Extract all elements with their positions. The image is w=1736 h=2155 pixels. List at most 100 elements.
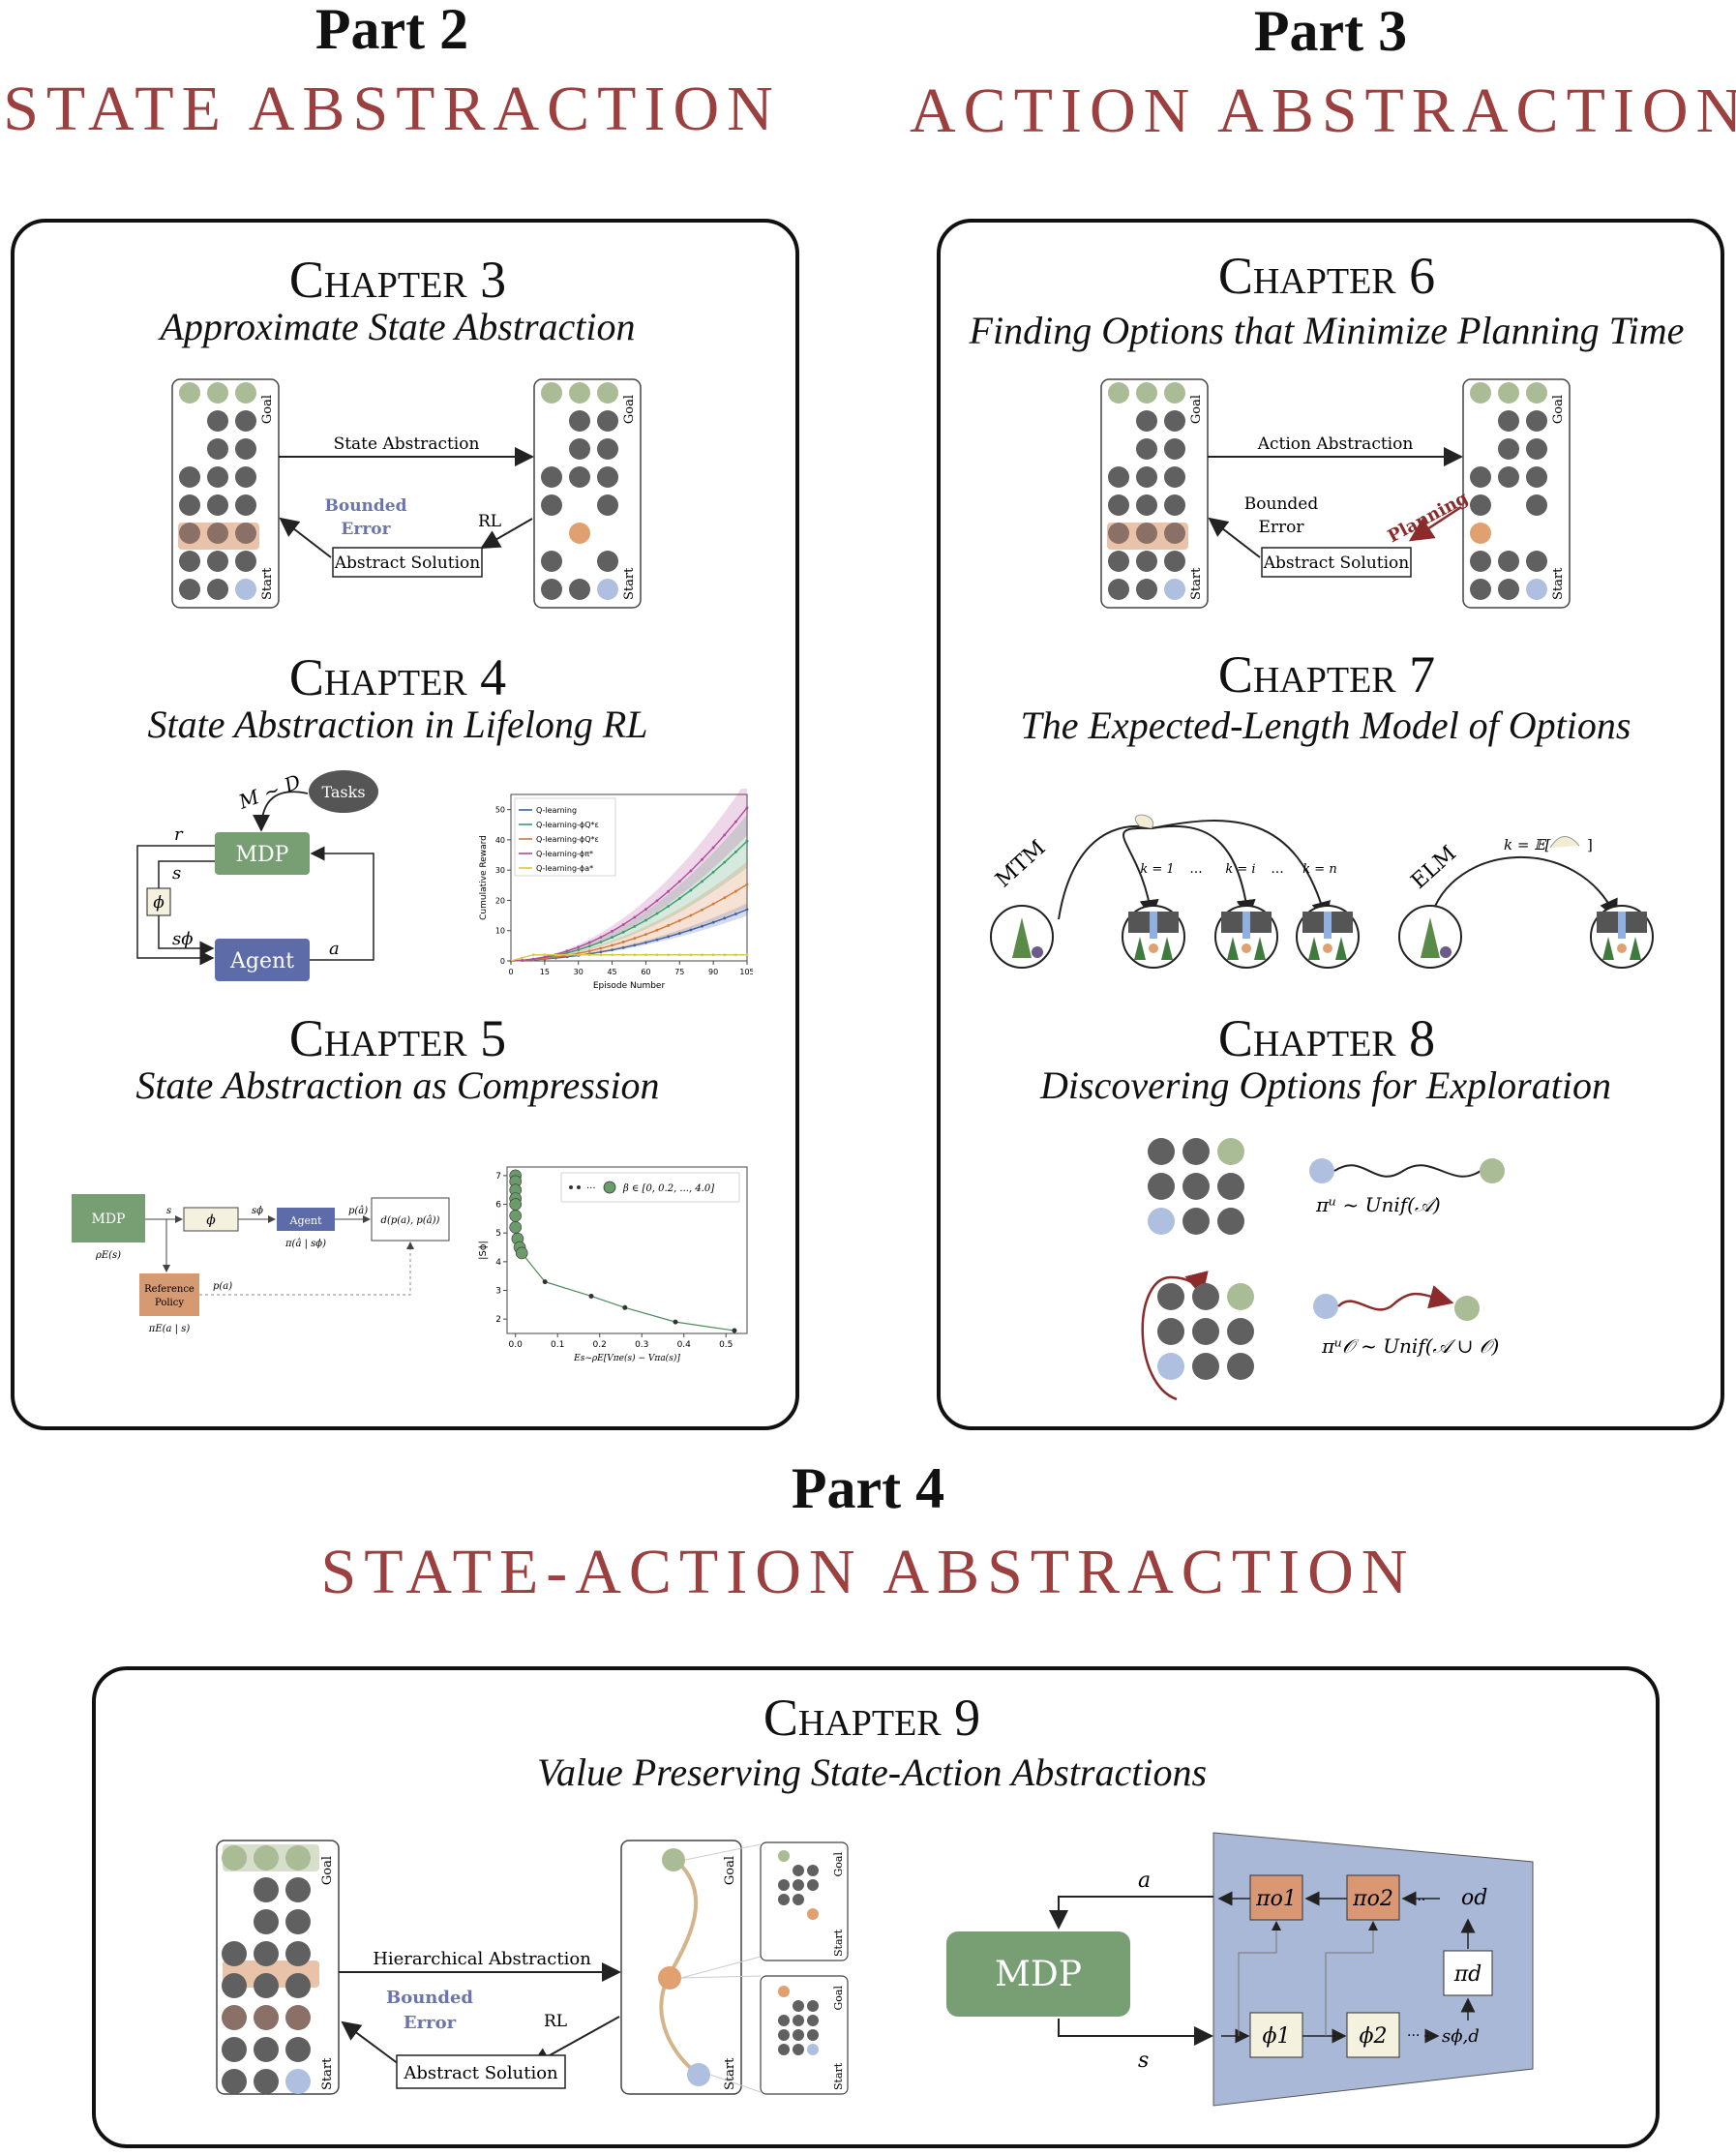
series-point bbox=[531, 957, 535, 961]
ch6-planning: Planning bbox=[1385, 488, 1472, 547]
series-point bbox=[622, 1304, 628, 1310]
x-tick-label: 0.4 bbox=[677, 1340, 692, 1350]
series-point bbox=[711, 920, 715, 924]
svg-text:···: ··· bbox=[586, 1183, 596, 1194]
grid-node bbox=[1227, 1353, 1254, 1380]
ch7-subtitle: The Expected-Length Model of Options bbox=[1020, 703, 1631, 747]
grid-node bbox=[597, 494, 618, 516]
grid-node bbox=[1470, 523, 1491, 544]
series-point bbox=[655, 938, 659, 942]
series-point bbox=[655, 912, 659, 915]
series-point bbox=[689, 869, 693, 873]
series-line bbox=[510, 954, 747, 962]
series-point bbox=[543, 955, 547, 959]
series-point bbox=[677, 880, 681, 883]
series-point bbox=[733, 889, 737, 893]
x-tick-label: 0.0 bbox=[509, 1340, 524, 1350]
ch9-a: a bbox=[1138, 1869, 1151, 1893]
ch4-xlabel: Episode Number bbox=[593, 981, 666, 991]
x-tick-label: 0.1 bbox=[551, 1340, 564, 1350]
ch3-subtitle: Approximate State Abstraction bbox=[160, 305, 636, 348]
grid-node bbox=[179, 579, 200, 600]
part3-subtitle: ACTION ABSTRACTION bbox=[910, 75, 1736, 146]
grid-node bbox=[207, 382, 228, 404]
ch6-edge-top: Action Abstraction bbox=[1257, 434, 1414, 454]
grid-node bbox=[1470, 466, 1491, 488]
grid-node bbox=[778, 1894, 790, 1905]
y-tick-label: 4 bbox=[495, 1258, 501, 1268]
legend-label: Q-learning-ϕa* bbox=[536, 864, 593, 873]
ch6-bounded: Bounded bbox=[1244, 494, 1319, 514]
x-tick-label: 75 bbox=[674, 968, 684, 976]
grid-node bbox=[1136, 494, 1157, 516]
ch4-ylabel: Cumulative Reward bbox=[479, 835, 489, 920]
ch5-phi: ϕ bbox=[206, 1212, 216, 1228]
grid-node bbox=[254, 1941, 279, 1966]
y-tick-label: 0 bbox=[500, 957, 505, 966]
grid-node bbox=[569, 579, 590, 600]
grid-node bbox=[207, 438, 228, 460]
ch4-m-d: M ~ D bbox=[235, 770, 304, 814]
ch5-d: d(p(a), p(â)) bbox=[381, 1215, 440, 1226]
grid-node bbox=[1157, 1283, 1184, 1310]
series-point bbox=[644, 918, 647, 922]
ch3-edge-top: State Abstraction bbox=[334, 434, 480, 454]
ch5-pi-e: πE(a | s) bbox=[148, 1324, 191, 1334]
grid-node bbox=[235, 438, 256, 460]
ch5-policy: Policy bbox=[155, 1298, 184, 1308]
ch4-diagram: Tasks M ~ D MDP Agent ϕ r s sϕ a bbox=[136, 770, 378, 981]
grid-node bbox=[1108, 523, 1129, 544]
y-tick-label: 10 bbox=[495, 927, 505, 936]
grid-node bbox=[1164, 410, 1185, 432]
grid-node bbox=[1136, 382, 1157, 404]
grid-node bbox=[1526, 494, 1547, 516]
ch5-legend: β ∈ [0, 0.2, ..., 4.0] bbox=[622, 1183, 714, 1194]
grid-node bbox=[793, 1879, 804, 1891]
series-point bbox=[554, 953, 557, 957]
grid-node bbox=[254, 1909, 279, 1934]
ch4-s: s bbox=[172, 863, 181, 883]
grid-node bbox=[285, 1973, 311, 1998]
ch9-dots-1: ··· bbox=[1407, 2028, 1420, 2044]
series-point bbox=[633, 953, 637, 957]
grid-node bbox=[285, 1845, 311, 1871]
series-point bbox=[677, 918, 681, 922]
grid-node bbox=[1217, 1138, 1244, 1165]
grid-node bbox=[597, 579, 618, 600]
series-point bbox=[711, 953, 715, 957]
grid-node bbox=[179, 494, 200, 516]
legend-label: Q-learning-ϕQ*ε bbox=[536, 835, 599, 844]
series-point bbox=[673, 1319, 678, 1325]
grid-node bbox=[1470, 382, 1491, 404]
ch5-diagram: MDP ρE(s) ϕ Agent π(â | sϕ) d(p(a), p(â)… bbox=[72, 1194, 450, 1334]
grid-node bbox=[1526, 466, 1547, 488]
grid-node bbox=[207, 523, 228, 544]
grid-node bbox=[179, 523, 200, 544]
grid-node bbox=[807, 1908, 819, 1920]
series-point bbox=[633, 943, 637, 947]
series-point bbox=[745, 839, 749, 843]
ch9-goal-small-1: Goal bbox=[832, 1852, 845, 1877]
ch9-architecture: MDP a s πo1 πo2 od πd ϕ1 ϕ2 sϕ,d ··· ··· bbox=[946, 1832, 1534, 2107]
ch4-legend: Q-learningQ-learning-ϕQ*εQ-learning-ϕQ*ε… bbox=[514, 797, 616, 877]
scene-icon bbox=[1296, 905, 1360, 969]
grid-node bbox=[235, 382, 256, 404]
series-point bbox=[711, 902, 715, 906]
series-point bbox=[701, 857, 703, 861]
grid-node bbox=[778, 1879, 790, 1891]
x-tick-label: 30 bbox=[574, 968, 584, 976]
series-point bbox=[542, 1279, 548, 1285]
grid-node bbox=[793, 1894, 804, 1905]
grid-node bbox=[207, 494, 228, 516]
part2-title: Part 2 bbox=[314, 0, 469, 61]
series-point bbox=[577, 945, 581, 949]
grid-node bbox=[222, 2037, 247, 2062]
series-point bbox=[509, 1220, 523, 1234]
grid-node bbox=[1470, 551, 1491, 572]
grid-node bbox=[222, 1941, 247, 1966]
series-point bbox=[587, 953, 591, 957]
ch4-title: Chapter 4 bbox=[288, 648, 507, 706]
series-point bbox=[565, 951, 569, 955]
series-point bbox=[531, 953, 535, 957]
ch3-title: Chapter 3 bbox=[288, 251, 507, 309]
